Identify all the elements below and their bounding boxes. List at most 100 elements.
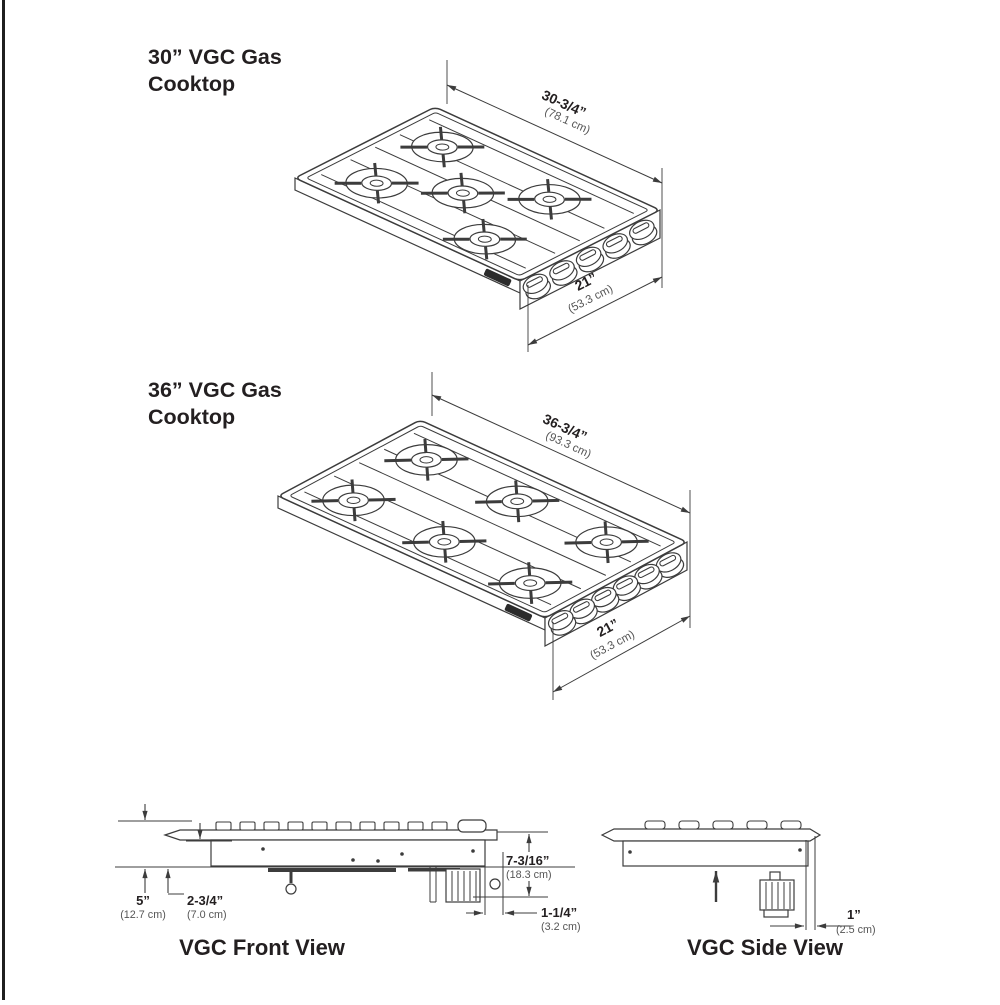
burner-center <box>344 496 362 505</box>
side-view-caption: VGC Side View <box>687 935 844 960</box>
grate-finger <box>533 494 560 507</box>
burner-center <box>508 497 526 506</box>
knob-handle <box>637 566 655 579</box>
arrowhead <box>142 869 148 879</box>
cooktop-36-title-line2: Cooktop <box>148 405 235 429</box>
dim-side-clearance-value: 1” <box>847 907 861 922</box>
grate-rail <box>429 120 634 214</box>
arrowhead <box>794 923 804 929</box>
dim-side-clearance-metric: (2.5 cm) <box>836 924 876 936</box>
cooktop-rim-inner <box>289 426 676 613</box>
grate-finger-profile <box>359 821 376 831</box>
grate-finger <box>451 201 478 214</box>
grate-finger <box>622 535 649 548</box>
leveling-screw-right <box>489 878 501 890</box>
grate-finger-profile <box>215 821 232 831</box>
grate-finger <box>565 193 592 206</box>
grate-finger <box>400 141 427 154</box>
knob-handle <box>572 601 590 613</box>
grate-finger-profile <box>431 821 448 831</box>
dim-front-height-metric: (12.7 cm) <box>120 909 166 921</box>
knob-handle <box>579 249 597 261</box>
side-rim-profile <box>600 828 822 842</box>
grate-finger <box>341 508 368 521</box>
screw-dot <box>471 849 475 853</box>
grate-finger-profile <box>383 821 400 831</box>
arrowhead <box>526 886 532 896</box>
arrowhead <box>528 338 538 345</box>
burner-cap-profile <box>780 820 802 830</box>
cooktop-36-section: 36” VGC Gas Cooktop 36-3/4” (93.3 cm) 21… <box>148 372 691 700</box>
knob-handle <box>594 589 612 602</box>
bracket-left <box>289 869 293 883</box>
knob-handle <box>605 235 623 248</box>
arrowhead <box>652 176 662 183</box>
burner-cap-profile <box>678 820 700 830</box>
screw-dot <box>261 847 265 851</box>
cooktop-30-dimensions <box>446 60 663 352</box>
arrowhead <box>526 834 532 844</box>
grate-finger-profile <box>287 821 304 831</box>
grate-finger <box>460 535 487 548</box>
grate-finger <box>488 577 515 590</box>
page-border-left <box>2 0 5 1000</box>
burner-center <box>597 538 615 547</box>
grate-finger-profile <box>263 821 280 831</box>
control-knob <box>629 219 658 246</box>
burner-center <box>521 579 539 588</box>
burner-center <box>417 455 435 464</box>
control-knob <box>612 575 641 602</box>
grate-finger <box>546 576 573 589</box>
cooktop-36-drawing <box>277 420 688 648</box>
grate-finger-profile <box>311 821 328 831</box>
grate-finger <box>475 495 502 508</box>
leveling-screw-left <box>285 883 297 895</box>
dim-front-below-metric: (18.3 cm) <box>506 869 552 881</box>
grate-finger <box>339 479 366 492</box>
control-knob <box>547 610 577 636</box>
cooktop-30-section: 30” VGC Gas Cooktop 30-3/4” (78.1 cm) 21… <box>148 45 663 352</box>
grate-finger <box>442 453 469 466</box>
grate-finger <box>535 179 562 192</box>
control-knob <box>569 598 598 625</box>
grate-finger <box>565 536 592 549</box>
arrowhead <box>712 871 720 883</box>
arrowhead <box>817 923 827 929</box>
cooktop-30-drawing <box>294 107 661 310</box>
arrowhead <box>447 85 457 92</box>
gas-valve <box>759 879 795 911</box>
grate-finger <box>518 591 545 604</box>
grate-finger <box>311 494 338 507</box>
front-view-caption: VGC Front View <box>179 935 346 960</box>
screw-dot <box>798 848 802 852</box>
control-knob <box>591 586 620 613</box>
dim-front-height-value: 5” <box>136 893 150 908</box>
burner-center <box>454 189 472 198</box>
arrowhead <box>165 869 171 879</box>
arrowhead <box>553 685 563 692</box>
arrowhead <box>652 277 662 284</box>
arrowhead <box>432 395 442 402</box>
dimension-line <box>446 84 663 184</box>
dimension-line <box>527 276 663 346</box>
burner-cap-profile <box>712 820 734 830</box>
knob-handle <box>526 276 543 288</box>
grate-finger <box>430 154 457 167</box>
grate-finger <box>421 187 448 200</box>
dimension-line <box>552 615 691 693</box>
side-body-profile <box>622 840 809 867</box>
mounting-flange-left <box>268 868 396 872</box>
grate-finger-profile <box>335 821 352 831</box>
grate-finger <box>538 207 565 220</box>
front-view-annotations <box>115 804 575 916</box>
grate-finger <box>365 191 392 204</box>
brand-badge-plate <box>504 603 533 622</box>
cooktop-36-title-line1: 36” VGC Gas <box>148 378 282 402</box>
dim-front-offset-value: 1-1/4” <box>541 905 577 920</box>
grate-finger <box>443 233 470 246</box>
knob-handle <box>552 262 570 275</box>
arrowhead <box>505 910 515 916</box>
arrowhead <box>680 506 690 513</box>
screw-dot <box>400 852 404 856</box>
